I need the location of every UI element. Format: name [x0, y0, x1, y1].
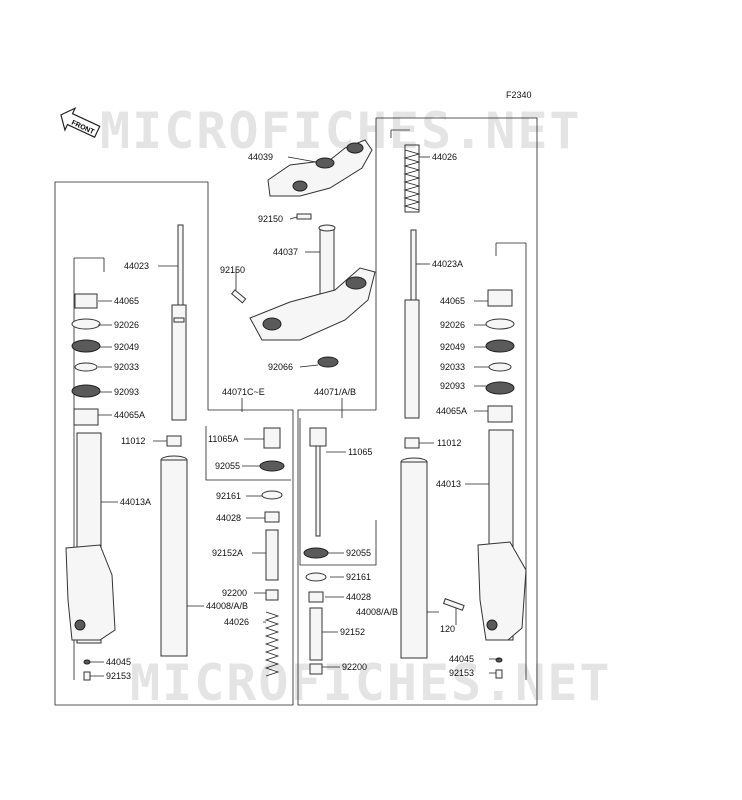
label-92153-left: 92153: [106, 671, 131, 681]
label-92026-right: 92026: [440, 320, 465, 330]
label-44008-right: 44008/A/B: [356, 607, 398, 617]
label-92200-right: 92200: [342, 662, 367, 672]
right-bracket: [390, 129, 410, 138]
label-44028-left: 44028: [216, 513, 241, 523]
bolt-92150-b: [231, 289, 247, 304]
cartridge-left-frame: [205, 426, 291, 481]
label-44065A-left: 44065A: [114, 410, 145, 420]
damper-rod-44023: [171, 224, 187, 421]
cartridge-right-parts: [303, 427, 329, 675]
label-44065A-right: 44065A: [436, 406, 467, 416]
label-92161-left: 92161: [216, 491, 241, 501]
label-44028-right: 44028: [346, 592, 371, 602]
label-92093-left: 92093: [114, 387, 139, 397]
label-44071C-E: 44071C~E: [222, 387, 265, 397]
washer-44045-left: [83, 659, 91, 665]
right-seal-stack: [485, 289, 515, 423]
left-seal-stack: [71, 293, 101, 426]
label-44039: 44039: [248, 152, 273, 162]
label-92150-a: 92150: [258, 214, 283, 224]
bushing-11012-right: [404, 437, 420, 449]
label-11012-right: 11012: [437, 438, 461, 448]
leader-lines: [90, 156, 499, 677]
label-44008-left: 44008/A/B: [206, 601, 248, 611]
bushing-11012-left: [166, 435, 182, 447]
label-92093-right: 92093: [440, 381, 465, 391]
label-92066: 92066: [268, 362, 293, 372]
label-92033-right: 92033: [440, 362, 465, 372]
label-92055-right: 92055: [346, 548, 371, 558]
label-44026-bottom: 44026: [224, 617, 249, 627]
label-92026-left: 92026: [114, 320, 139, 330]
bolt-92150-a: [296, 213, 312, 220]
label-120: 120: [440, 624, 455, 634]
watermark-bottom: MICROFICHES.NET: [130, 654, 612, 712]
label-92049-right: 92049: [440, 342, 465, 352]
screw-92153-left: [83, 671, 91, 681]
spring-44026-top: [403, 144, 421, 213]
bolt-120: [442, 598, 465, 611]
right-seal-bracket: [495, 242, 527, 680]
watermark-top: MICROFICHES.NET: [100, 102, 582, 160]
label-44065-right: 44065: [440, 296, 465, 306]
label-44023A: 44023A: [432, 259, 463, 269]
upper-triple-clamp: [267, 139, 373, 197]
damper-rod-44023A: [404, 229, 420, 419]
label-92161-right: 92161: [346, 572, 371, 582]
label-44013: 44013: [436, 479, 461, 489]
label-44045-right: 44045: [449, 654, 474, 664]
outer-tube-44013A: [65, 432, 116, 644]
screw-92153-right: [495, 669, 503, 679]
label-44065-left: 44065: [114, 296, 139, 306]
label-11012-left: 11012: [121, 436, 145, 446]
label-44045-left: 44045: [106, 657, 131, 667]
label-92200-left: 92200: [222, 588, 247, 598]
left-assembly-frame: [54, 181, 294, 706]
nut-92066: [317, 356, 339, 368]
label-11065: 11065: [348, 447, 372, 457]
label-44026-top: 44026: [432, 152, 457, 162]
label-44071-A-B: 44071/A/B: [314, 387, 356, 397]
right-assembly-frame: [297, 117, 538, 706]
outer-tube-44013: [477, 429, 527, 641]
diagram-code: F2340: [506, 90, 532, 100]
inner-tube-44008-left: [160, 455, 188, 657]
label-92150-b: 92150: [220, 265, 245, 275]
label-92055-left: 92055: [215, 461, 240, 471]
label-44013A: 44013A: [120, 497, 151, 507]
label-92049-left: 92049: [114, 342, 139, 352]
label-92152: 92152: [340, 627, 365, 637]
inner-tube-44008-right: [400, 457, 428, 659]
cartridge-right-frame: [299, 418, 377, 566]
cartridge-left-parts: [259, 427, 285, 677]
label-44037: 44037: [273, 247, 298, 257]
label-44023: 44023: [124, 261, 149, 271]
label-92152A: 92152A: [212, 548, 243, 558]
label-92033-left: 92033: [114, 362, 139, 372]
label-11065A: 11065A: [208, 434, 238, 444]
front-arrow-icon: FRONT: [60, 106, 101, 139]
label-92153-right: 92153: [449, 668, 474, 678]
steering-stem-lower-clamp: [249, 224, 376, 341]
